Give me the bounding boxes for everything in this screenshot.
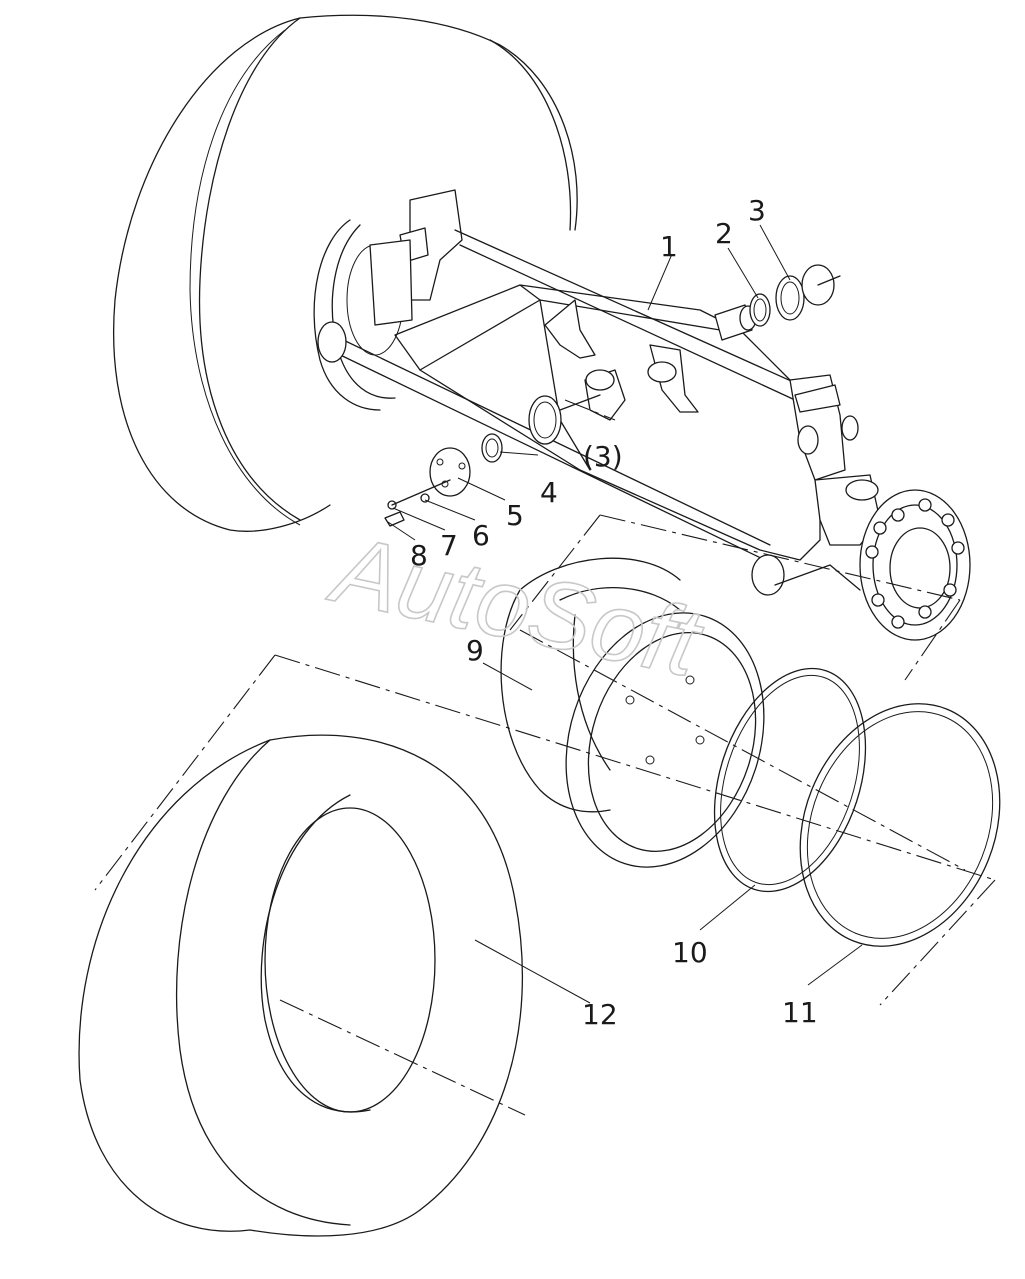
guide-lines — [94, 399, 996, 1116]
upper-tire — [113, 14, 578, 532]
callout-10: 10 — [672, 936, 708, 969]
callout-5: 5 — [506, 499, 524, 532]
callout-6: 6 — [472, 519, 490, 552]
watermark: AutoSoft — [321, 515, 712, 698]
callout-1: 1 — [660, 230, 678, 263]
callout-2: 2 — [715, 217, 733, 250]
rings — [713, 667, 1001, 947]
callout-3: 3 — [748, 194, 766, 227]
callout-7: 7 — [440, 529, 458, 562]
leader-lines — [387, 224, 863, 1004]
wheel-hub — [859, 489, 971, 641]
callout-11: 11 — [782, 996, 818, 1029]
small-parts — [384, 264, 841, 527]
callout-12: 12 — [582, 998, 618, 1031]
callout-8: 8 — [410, 539, 428, 572]
wheel-rim — [500, 557, 765, 868]
callout-9: 9 — [466, 634, 484, 667]
lower-tire — [78, 734, 524, 1237]
callout-4: 4 — [540, 476, 558, 509]
callout-3-ref: (3) — [583, 440, 623, 473]
callouts: 1 2 3 (3) 4 5 6 7 8 9 10 11 12 — [410, 194, 818, 1031]
